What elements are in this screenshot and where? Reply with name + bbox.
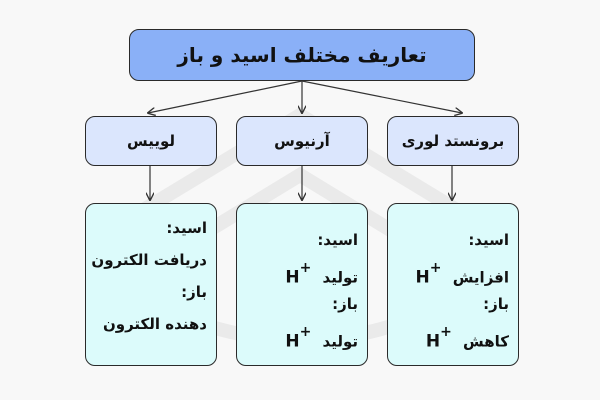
lewis-acid-heading: اسید: <box>166 219 207 237</box>
bronsted-base-line: کاهش H+ <box>394 320 509 352</box>
arrhenius-acid-heading: اسید: <box>317 231 358 249</box>
arrhenius-acid-text: تولید <box>322 268 358 287</box>
title-box: تعاریف مختلف اسید و باز <box>129 29 475 81</box>
bronsted-lowry-detail-box: اسید: افزایش H+ باز: کاهش H+ <box>387 203 519 366</box>
arrow-title-to-lewis <box>148 80 303 113</box>
arrhenius-base-text: تولید <box>322 332 358 351</box>
bronsted-lowry-box: برونستد لوری <box>387 116 519 166</box>
arrhenius-base-line: تولید H+ <box>243 320 358 352</box>
bronsted-lowry-label: برونستد لوری <box>401 132 505 150</box>
lewis-base-heading: باز: <box>181 283 207 301</box>
lewis-label: لوییس <box>127 132 175 150</box>
arrhenius-base-heading: باز: <box>332 295 358 313</box>
diagram-title: تعاریف مختلف اسید و باز <box>177 43 427 67</box>
hydrogen-ion: H+ <box>425 324 452 352</box>
arrhenius-detail-box: اسید: تولید H+ باز: تولید H+ <box>236 203 368 366</box>
hydrogen-ion: H+ <box>285 260 312 288</box>
lewis-box: لوییس <box>85 116 217 166</box>
lewis-detail-box: اسید: دریافت الکترون باز: دهنده الکترون <box>85 203 217 366</box>
lewis-base-text: دهنده الکترون <box>102 315 207 333</box>
arrhenius-acid-line: تولید H+ <box>243 256 358 288</box>
arrhenius-box: آرنیوس <box>236 116 368 166</box>
bronsted-acid-line: افزایش H+ <box>394 256 509 288</box>
bronsted-base-heading: باز: <box>483 295 509 313</box>
bronsted-base-text: کاهش <box>463 332 509 351</box>
hydroxide-ion: H+ <box>285 324 312 352</box>
hydrogen-ion: H+ <box>415 260 442 288</box>
arrhenius-label: آرنیوس <box>274 132 330 150</box>
bronsted-acid-heading: اسید: <box>468 231 509 249</box>
bronsted-acid-text: افزایش <box>452 268 509 287</box>
lewis-acid-text: دریافت الکترون <box>91 251 207 269</box>
arrow-title-to-bronsted <box>301 80 462 113</box>
